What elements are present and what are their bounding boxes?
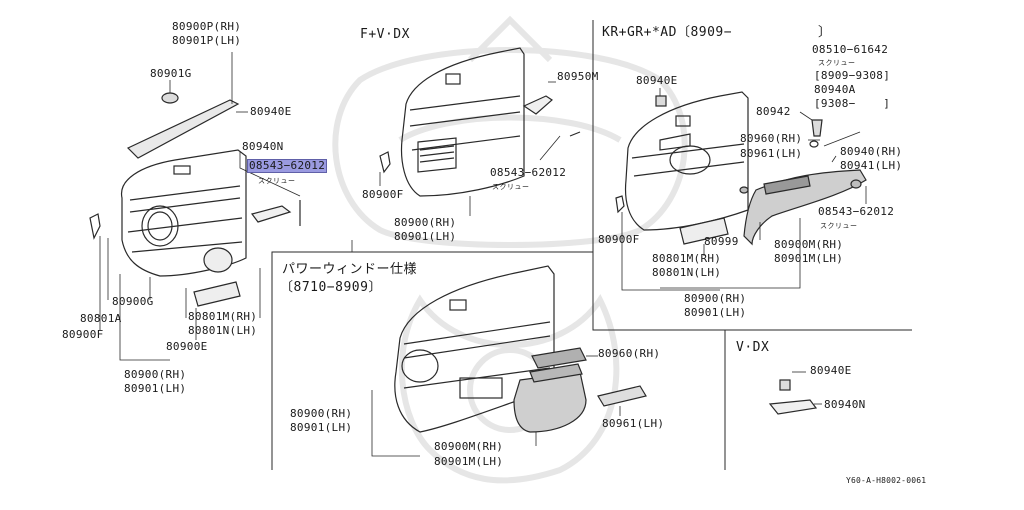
part-note: スクリュー bbox=[818, 59, 856, 67]
left-leaders bbox=[99, 52, 301, 361]
part-label: 80901(LH) bbox=[290, 421, 353, 434]
part-label: 80900(RH) bbox=[124, 368, 187, 381]
section-title-fv-dx: F+V·DX bbox=[360, 27, 410, 42]
part-label: 80940N bbox=[824, 398, 866, 411]
fv-leaders bbox=[351, 81, 561, 252]
part-label: 80940E bbox=[636, 74, 678, 87]
part-label: 80940E bbox=[810, 364, 852, 377]
vdx-leaders bbox=[792, 371, 822, 405]
diagram-reference-code: Y60-A-H8002-0061 bbox=[846, 476, 927, 485]
kr-door-panel bbox=[615, 91, 867, 246]
vdx-parts bbox=[768, 379, 818, 415]
part-label: 80900(RH) bbox=[290, 407, 353, 420]
part-label: 80801A bbox=[80, 312, 122, 325]
part-label: 80999 bbox=[704, 235, 739, 248]
part-label: 80942 bbox=[756, 105, 791, 118]
part-label: 80900F bbox=[362, 188, 404, 201]
left-door-panel bbox=[89, 92, 301, 307]
section-title-kr-gr-close: 〕 bbox=[818, 25, 832, 40]
part-label: 80900M(RH) bbox=[434, 440, 504, 453]
kr-leaders bbox=[621, 88, 867, 291]
pw-leaders bbox=[371, 355, 621, 457]
part-label: 08543−62012 bbox=[818, 205, 895, 218]
part-label: 80960(RH) bbox=[740, 132, 803, 145]
part-label: 80901(LH) bbox=[684, 306, 747, 319]
pw-door-panel bbox=[394, 265, 647, 433]
part-label: [8909−9308] bbox=[814, 69, 891, 82]
part-label: 80940A bbox=[814, 83, 856, 96]
part-note: スクリュー bbox=[820, 222, 858, 230]
section-title-power-window-range: 〔8710−8909〕 bbox=[280, 280, 382, 295]
part-label: 80961(LH) bbox=[602, 417, 665, 430]
part-label: 80801N(LH) bbox=[652, 266, 722, 279]
part-label: 80900P(RH) bbox=[172, 20, 242, 33]
part-label: 80901M(LH) bbox=[434, 455, 504, 468]
part-note: スクリュー bbox=[492, 183, 530, 191]
part-label: 80950M bbox=[557, 70, 599, 83]
part-label: 80901P(LH) bbox=[172, 34, 242, 47]
watermark-emblem bbox=[332, 15, 688, 484]
part-label: 80940E bbox=[250, 105, 292, 118]
part-label: 80900G bbox=[112, 295, 154, 308]
part-label: 80801N(LH) bbox=[188, 324, 258, 337]
part-label: 80961(LH) bbox=[740, 147, 803, 160]
part-label: 80801M(RH) bbox=[188, 310, 258, 323]
part-label: 80940N bbox=[242, 140, 284, 153]
section-frames bbox=[271, 20, 912, 470]
part-label: 80900M(RH) bbox=[774, 238, 844, 251]
part-label: 80901M(LH) bbox=[774, 252, 844, 265]
part-label: 80901(LH) bbox=[394, 230, 457, 243]
part-label: 80900F bbox=[598, 233, 640, 246]
part-label: 80900E bbox=[166, 340, 208, 353]
part-label: 08510−61642 bbox=[812, 43, 889, 56]
part-label: [9308− ] bbox=[814, 97, 891, 110]
part-label: 80960(RH) bbox=[598, 347, 661, 360]
highlighted-part-label[interactable]: 08543−62012 bbox=[246, 159, 328, 173]
part-label: 80900F bbox=[62, 328, 104, 341]
part-label: 08543−62012 bbox=[490, 166, 567, 179]
part-label: 80801M(RH) bbox=[652, 252, 722, 265]
part-label: 80901G bbox=[150, 67, 192, 80]
part-label: 80900(RH) bbox=[684, 292, 747, 305]
section-title-v-dx: V·DX bbox=[736, 340, 770, 355]
part-label: 80941(LH) bbox=[840, 159, 903, 172]
part-label: 80940(RH) bbox=[840, 145, 903, 158]
part-label: 80900(RH) bbox=[394, 216, 457, 229]
fv-door-panel bbox=[379, 47, 581, 197]
section-title-power-window: パワーウィンドー仕様 bbox=[282, 262, 418, 277]
part-label: 80901(LH) bbox=[124, 382, 187, 395]
part-note: スクリュー bbox=[258, 177, 296, 185]
section-title-kr-gr: KR+GR+*AD〔8909− bbox=[602, 25, 733, 40]
